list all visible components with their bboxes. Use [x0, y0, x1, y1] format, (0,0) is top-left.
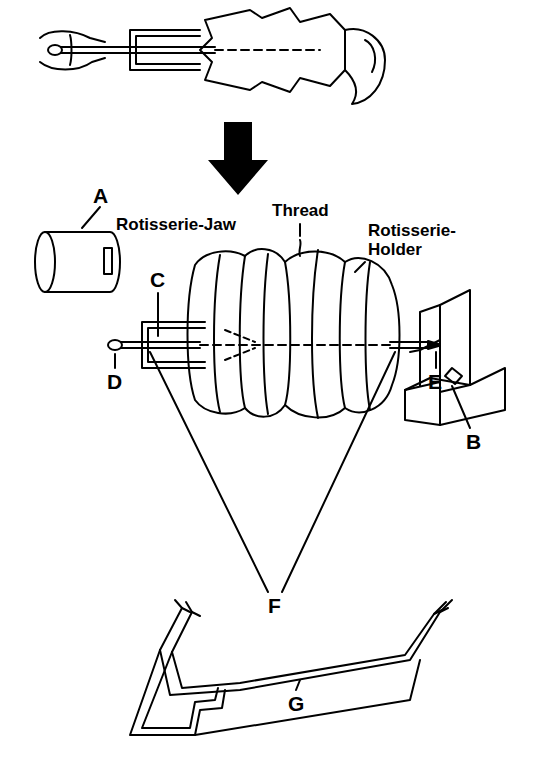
part-name: Rotisserie-Jaw	[116, 216, 236, 235]
callout-letter: F	[268, 594, 281, 617]
callout-letter: B	[466, 430, 481, 453]
callout-letter: G	[288, 692, 304, 715]
part-name: Rotisserie-Holder	[368, 222, 464, 259]
part-name: Thread	[272, 202, 329, 221]
callout-letter: C	[150, 268, 165, 291]
callout-letter: E	[428, 370, 442, 393]
callout-letter: D	[107, 370, 122, 393]
callout-letter: A	[93, 184, 108, 207]
